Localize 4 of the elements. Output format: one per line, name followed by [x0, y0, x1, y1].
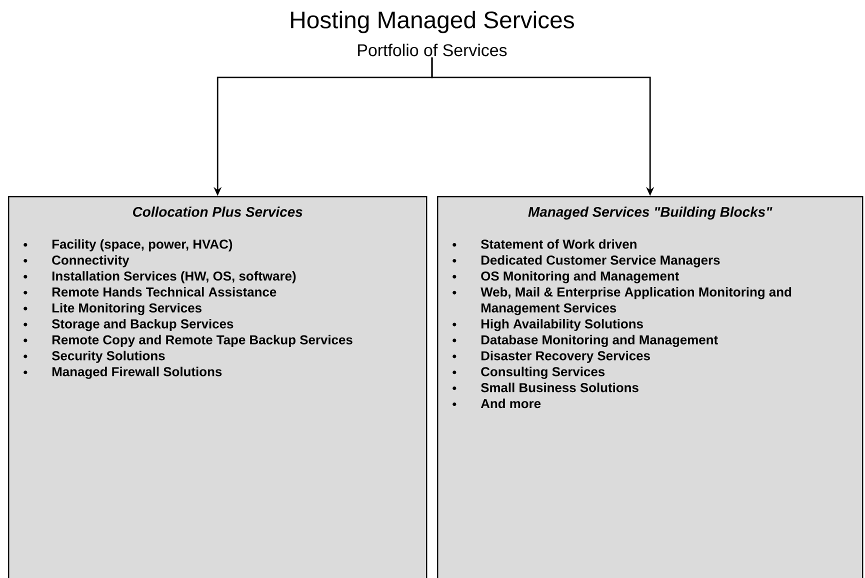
- service-box: Collocation Plus Services Facility (space, power, HVAC) Connectivity Installation Services (HW, OS, software) Remote Hands Technical Assistance Lite Monitoring Services Storage and Backup Services Remote Copy and Remote Tape Backup Services Security Solutions Managed Firewall Solutions: [8, 196, 428, 578]
- service-box: Managed Services "Building Blocks" Statement of Work driven Dedicated Customer Service Managers OS Monitoring and Management Web, Mail & Enterprise Application Monitoring and Management Services High Availability Solutions Database Monitoring and Management Disaster Recovery Services Consulting Services Small Business Solutions And more: [437, 196, 864, 578]
- title: Hosting Managed Services: [291, 10, 574, 34]
- subtitle: Portfolio of Services: [358, 44, 507, 56]
